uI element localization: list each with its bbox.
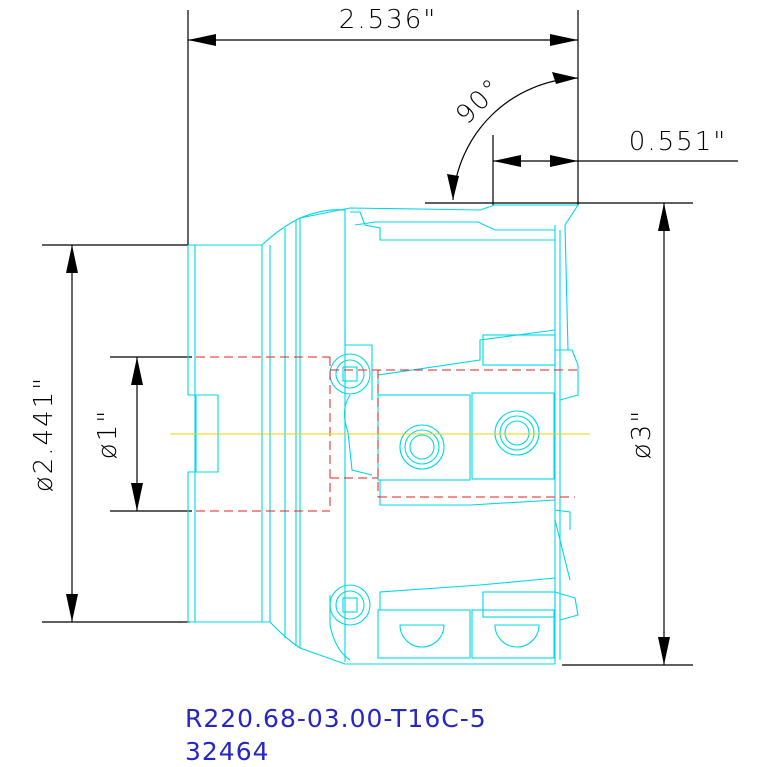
angle-text: 90° <box>450 72 508 130</box>
bore-diameter-text: ø1" <box>93 409 123 459</box>
shank-diameter-dimension: ø2.441" <box>29 244 190 623</box>
cutter-diameter-dimension: ø3" <box>425 202 693 666</box>
shank-diameter-text: ø2.441" <box>29 376 59 492</box>
step-length-dimension: 0.551" <box>492 127 738 205</box>
cutter-body-outline <box>187 204 580 665</box>
overall-length-text: 2.536" <box>339 5 437 35</box>
cutter-diameter-text: ø3" <box>627 409 657 459</box>
overall-length-dimension: 2.536" <box>187 5 579 245</box>
bore-diameter-dimension: ø1" <box>93 356 192 512</box>
angle-dimension: 90° <box>447 72 579 201</box>
part-code-label: 32464 <box>185 737 270 766</box>
part-number-label: R220.68-03.00-T16C-5 <box>185 704 487 733</box>
step-length-text: 0.551" <box>629 127 727 157</box>
